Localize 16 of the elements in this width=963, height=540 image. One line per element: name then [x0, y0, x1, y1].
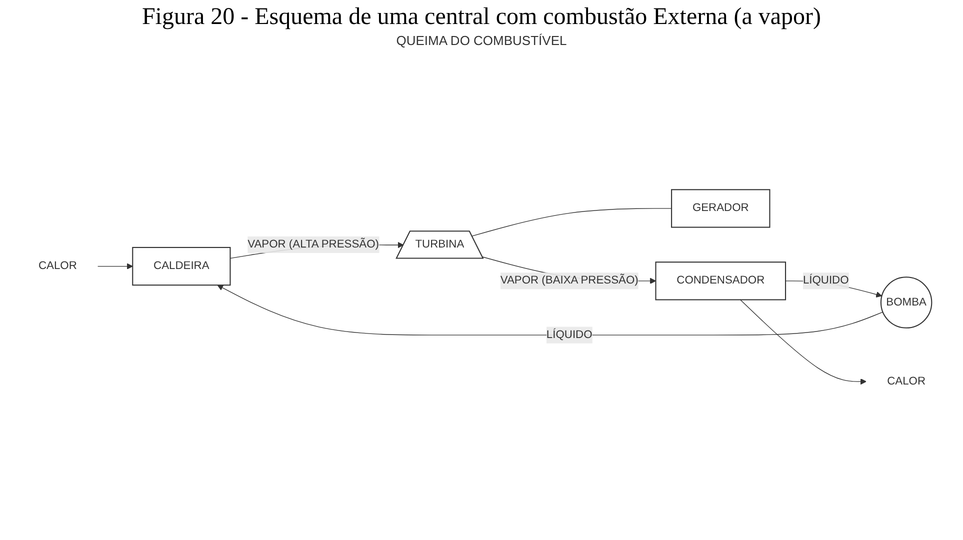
note-text: QUEIMA DO COMBUSTÍVEL	[396, 33, 567, 48]
node-box: CALDEIRA	[132, 246, 230, 286]
node-text: CALOR	[886, 375, 926, 388]
edge-label: LÍQUIDO	[802, 274, 848, 286]
node-box: GERADOR	[670, 189, 770, 228]
edge-label: LÍQUIDO	[546, 328, 592, 341]
edge-label: VAPOR (BAIXA PRESSÃO)	[500, 274, 638, 286]
node-box: CONDENSADOR	[654, 262, 786, 300]
edge-label: VAPOR (ALTA PRESSÃO)	[247, 238, 378, 250]
arrow	[96, 263, 132, 270]
node-circle: BOMBA	[880, 276, 932, 328]
diagram-title: Figura 20 - Esquema de uma central com combustão Externa (a vapor)	[142, 4, 822, 31]
arrow	[216, 284, 883, 336]
node-text: CALOR	[38, 260, 76, 272]
connector	[471, 208, 672, 236]
arrow	[739, 299, 866, 385]
